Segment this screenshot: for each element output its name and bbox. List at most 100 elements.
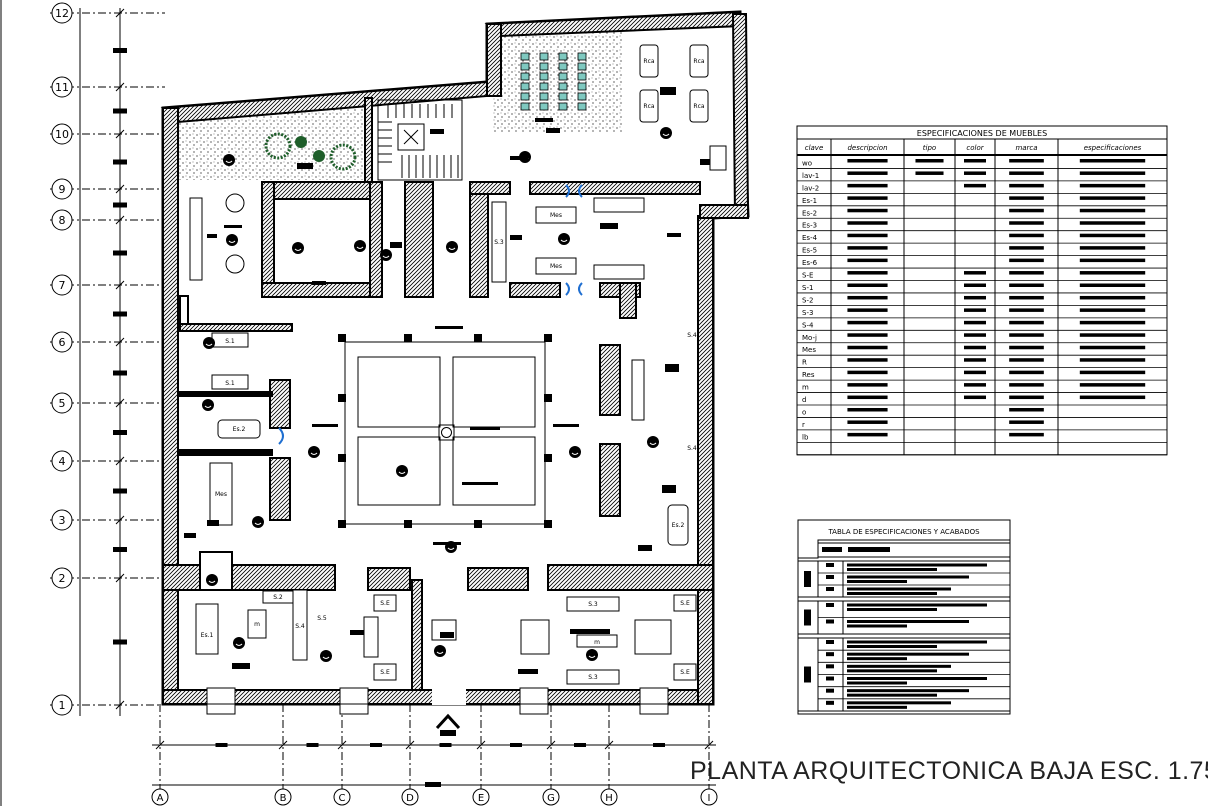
redacted-cell [804, 666, 811, 683]
redacted-text-block [700, 159, 710, 165]
redacted-text-block [350, 630, 364, 635]
room-tag-icon [292, 242, 304, 254]
redacted-text-block [435, 326, 463, 329]
label-desk: Rca [643, 103, 654, 110]
redacted-cell [1079, 370, 1146, 375]
dimension-tick [115, 129, 125, 139]
table-header-row [817, 542, 1011, 558]
walls [160, 10, 750, 706]
redacted-cell [964, 383, 986, 387]
seat [577, 82, 587, 91]
room-tag-glyph [356, 246, 364, 249]
table-cell-clave: Es-6 [802, 259, 818, 267]
dimension-value [113, 202, 127, 208]
column [338, 334, 346, 342]
drawing-title: PLANTA ARQUITECTONICA BAJA ESC. 1.75 [690, 757, 1208, 785]
grid-column-label: I [708, 793, 711, 804]
room-tag-glyph [310, 452, 318, 455]
redacted-cell [1079, 283, 1146, 287]
room-tag-glyph [208, 580, 216, 583]
seat [520, 92, 530, 101]
room-tag-icon [354, 240, 366, 252]
dimension-tick [704, 740, 714, 750]
room-tag-icon [380, 249, 392, 261]
table-header-tipo: tipo [923, 144, 936, 152]
grid-bubble [51, 2, 73, 24]
tree-icon [329, 143, 357, 171]
redacted-cell [847, 693, 937, 697]
redacted-cell [804, 571, 811, 587]
room-tag-icon [223, 154, 235, 166]
courtyard-columns [338, 334, 552, 528]
openings [206, 687, 669, 715]
grid-bubble [51, 209, 73, 231]
dimension-value [439, 743, 452, 747]
dimension-value [113, 159, 127, 165]
dimension-tick [115, 82, 125, 92]
central-courtyard [344, 341, 546, 525]
redacted-cell [964, 171, 986, 175]
grid-column-label: A [157, 793, 164, 804]
redacted-text-block [297, 163, 313, 169]
grid-bubble [51, 567, 73, 589]
grid-bubble [51, 76, 73, 98]
table-cell-clave: Es-3 [802, 222, 817, 230]
column [544, 334, 552, 342]
label-s5: S.5 [317, 615, 327, 622]
column [544, 454, 552, 462]
label-s3: S.3 [494, 239, 504, 246]
redacted-annotations [184, 87, 710, 674]
label-es2: Es.2 [672, 522, 685, 529]
finishes-table-title: TABLA DE ESPECIFICACIONES Y ACABADOS [827, 528, 980, 536]
redacted-cell [847, 432, 888, 437]
redacted-cell [847, 420, 888, 424]
grid-bubble [274, 788, 292, 806]
redacted-cell [826, 603, 834, 607]
label-s3: S.3 [588, 674, 598, 681]
table-frame [796, 125, 1168, 456]
grid-bubble [51, 331, 73, 353]
redacted-cell [1079, 295, 1146, 300]
grid-bubble [51, 509, 73, 531]
dimension-tick [337, 740, 347, 750]
redacted-cell [964, 183, 986, 188]
room-tag-icon [320, 650, 332, 662]
grid-bubble [51, 450, 73, 472]
room-tag-glyph [322, 656, 330, 659]
redacted-cell [1079, 171, 1146, 175]
room-tag-icon [202, 399, 214, 411]
dimension-tick [115, 456, 125, 466]
redacted-cell [847, 640, 987, 644]
room-tag-icon [252, 516, 264, 528]
dimension-tick [604, 740, 614, 750]
redacted-cell [847, 563, 987, 567]
room-tag-glyph [436, 651, 444, 654]
column [474, 520, 482, 528]
redacted-cell [1079, 395, 1146, 400]
dimension-value [653, 743, 665, 747]
label-s1: S.1 [225, 380, 235, 387]
seat [577, 72, 587, 81]
seat [520, 72, 530, 81]
redacted-cell [1079, 383, 1146, 387]
dimension-value [574, 743, 586, 747]
grid-row-label: 8 [59, 214, 66, 227]
redacted-text-block [312, 281, 326, 285]
redacted-cell [826, 676, 834, 681]
redacted-cell [847, 408, 888, 412]
grid-row-label: 4 [59, 455, 66, 468]
finishes-group [797, 560, 1011, 598]
room-tag-icon [446, 241, 458, 253]
redacted-cell [1079, 183, 1146, 188]
grid-row-label: 6 [59, 336, 66, 349]
redacted-cell [847, 183, 888, 188]
redacted-cell [847, 652, 969, 656]
dimension-tick [278, 740, 288, 750]
redacted-cell [847, 221, 888, 225]
entrance-arrow-icon [435, 713, 461, 736]
redacted-cell [826, 700, 834, 705]
redacted-cell [1079, 308, 1146, 312]
grid-bubble [542, 788, 560, 806]
redacted-cell [847, 271, 888, 275]
grid-bubble [51, 274, 73, 296]
